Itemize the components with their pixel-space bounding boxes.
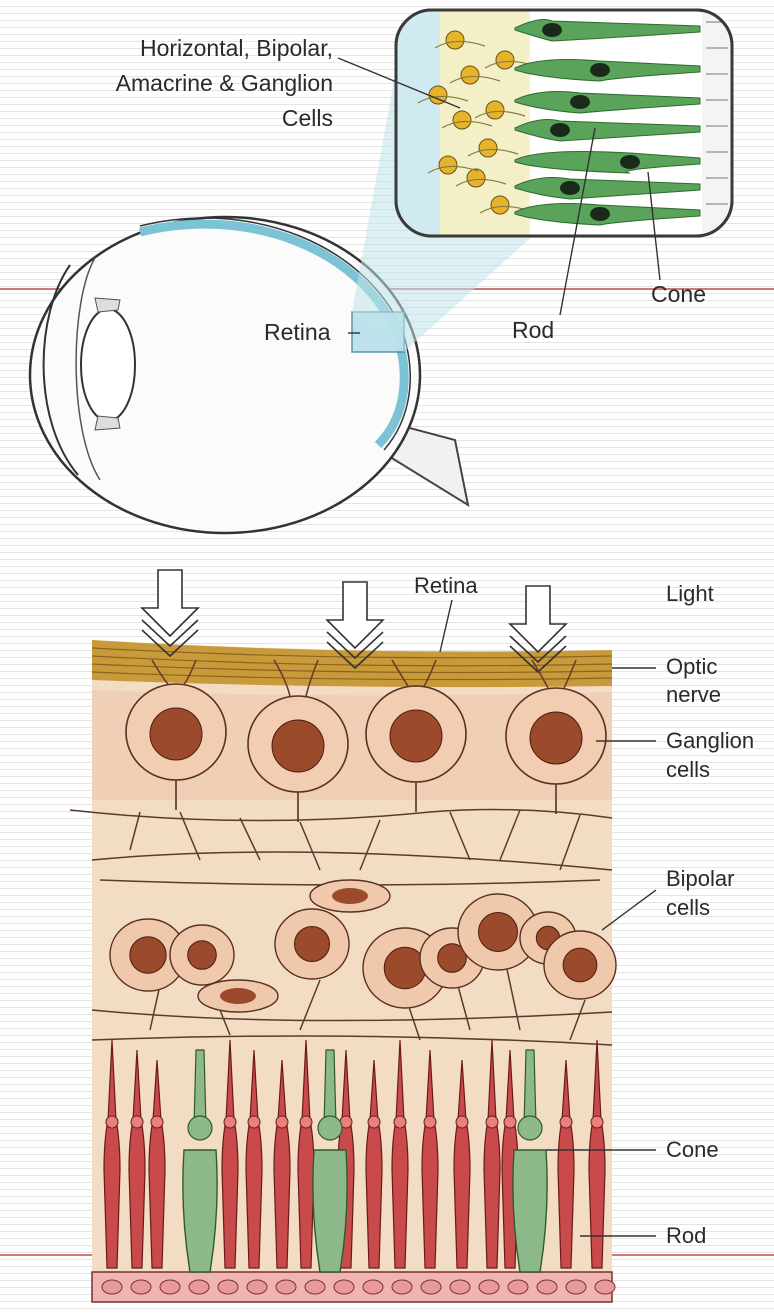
pigment-cell xyxy=(276,1280,296,1294)
inset-neuron xyxy=(496,51,514,69)
lens xyxy=(81,309,135,421)
ganglion-nucleus xyxy=(530,712,582,764)
pigment-cell xyxy=(102,1280,122,1294)
pigment-cell xyxy=(595,1280,615,1294)
pigment-cell xyxy=(421,1280,441,1294)
optic-nerve-label-1: Optic xyxy=(666,654,717,679)
pigment-cell xyxy=(247,1280,267,1294)
bipolar-nucleus xyxy=(384,947,426,989)
inset-neuron xyxy=(461,66,479,84)
rod-nucleus xyxy=(106,1116,118,1128)
cone-cell xyxy=(183,1150,217,1272)
ganglion-nucleus xyxy=(272,720,324,772)
pigment-cell xyxy=(334,1280,354,1294)
pigment-cell xyxy=(392,1280,412,1294)
top-retina-label: Retina xyxy=(264,319,331,345)
rod-nucleus xyxy=(368,1116,380,1128)
pigment-cell xyxy=(218,1280,238,1294)
retina-inset xyxy=(396,10,732,236)
light-arrow xyxy=(327,582,383,648)
inset-cone-nucleus xyxy=(542,23,562,37)
horizontal-nucleus xyxy=(220,988,256,1004)
top-cone-label: Cone xyxy=(651,281,706,307)
pigment-cell xyxy=(189,1280,209,1294)
bipolar-label-1: Bipolar xyxy=(666,866,734,891)
cone-nucleus xyxy=(318,1116,342,1140)
pigment-cell xyxy=(450,1280,470,1294)
rod-nucleus xyxy=(248,1116,260,1128)
inset-label-line-1: Horizontal, Bipolar, xyxy=(140,35,333,61)
inset-label-line-2: Amacrine & Ganglion xyxy=(116,70,333,96)
inset-cone-nucleus xyxy=(590,207,610,221)
inset-neuron xyxy=(446,31,464,49)
pigment-cell xyxy=(508,1280,528,1294)
pigment-cell xyxy=(305,1280,325,1294)
bipolar-label-2: cells xyxy=(666,895,710,920)
ganglion-nucleus xyxy=(390,710,442,762)
inset-label-line-3: Cells xyxy=(282,105,333,131)
rod-nucleus xyxy=(276,1116,288,1128)
inset-cone-nucleus xyxy=(560,181,580,195)
bottom-retina-label: Retina xyxy=(414,573,478,598)
bipolar-nucleus xyxy=(563,948,597,982)
top-rod-label: Rod xyxy=(512,317,554,343)
retinal-layers xyxy=(70,570,616,1302)
light-arrow xyxy=(510,586,566,652)
light-arrow xyxy=(142,570,198,636)
optic-nerve-label-2: nerve xyxy=(666,682,721,707)
inset-neuron xyxy=(467,169,485,187)
ganglion-label-2: cells xyxy=(666,757,710,782)
pigment-cell xyxy=(537,1280,557,1294)
rod-nucleus xyxy=(591,1116,603,1128)
pigment-cell xyxy=(479,1280,499,1294)
bipolar-nucleus xyxy=(294,926,329,961)
rod-nucleus xyxy=(300,1116,312,1128)
bipolar-nucleus xyxy=(130,937,166,973)
inset-cone-nucleus xyxy=(550,123,570,137)
ganglion-label-1: Ganglion xyxy=(666,728,754,753)
cone-nucleus xyxy=(518,1116,542,1140)
rod-nucleus xyxy=(224,1116,236,1128)
rod-nucleus xyxy=(424,1116,436,1128)
horizontal-nucleus xyxy=(332,888,368,904)
cone-cell xyxy=(313,1150,347,1272)
rod-nucleus xyxy=(394,1116,406,1128)
inset-neuron xyxy=(479,139,497,157)
ganglion-nucleus xyxy=(150,708,202,760)
inset-cone-nucleus xyxy=(570,95,590,109)
rod-nucleus xyxy=(504,1116,516,1128)
pigment-cell xyxy=(363,1280,383,1294)
pigment-cell xyxy=(131,1280,151,1294)
cone-cell xyxy=(513,1150,547,1272)
rod-nucleus xyxy=(131,1116,143,1128)
rod-nucleus xyxy=(151,1116,163,1128)
pigment-cell xyxy=(160,1280,180,1294)
inset-neuron xyxy=(453,111,471,129)
inset-neuron xyxy=(491,196,509,214)
cone-nucleus xyxy=(188,1116,212,1140)
bottom-rod-label: Rod xyxy=(666,1223,706,1248)
inset-cone-nucleus xyxy=(590,63,610,77)
rod-nucleus xyxy=(456,1116,468,1128)
inset-neuron xyxy=(439,156,457,174)
rod-nucleus xyxy=(560,1116,572,1128)
light-label: Light xyxy=(666,581,714,606)
pigment-cell xyxy=(566,1280,586,1294)
inset-neuron xyxy=(486,101,504,119)
rod-nucleus xyxy=(486,1116,498,1128)
inset-cone-nucleus xyxy=(620,155,640,169)
bottom-cone-label: Cone xyxy=(666,1137,719,1162)
bipolar-nucleus xyxy=(479,913,518,952)
bipolar-nucleus xyxy=(188,941,217,970)
